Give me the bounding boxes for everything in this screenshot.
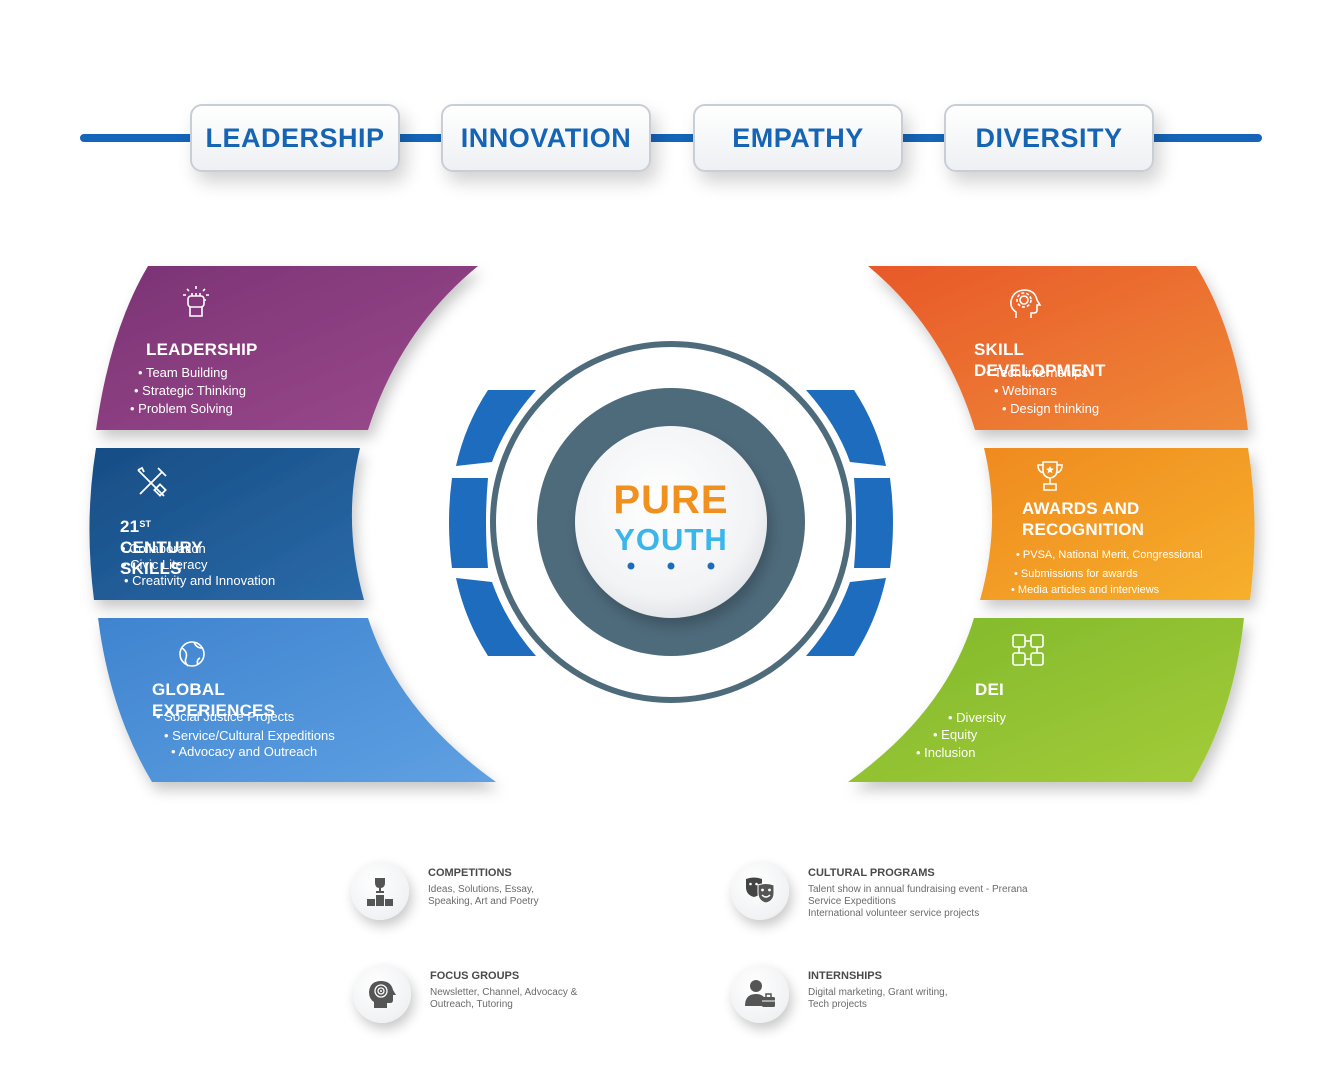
dei-item: • Inclusion xyxy=(916,745,976,760)
leadership-item: • Strategic Thinking xyxy=(134,383,246,398)
joined-hands-icon xyxy=(1012,634,1044,666)
activity-title: COMPETITIONS xyxy=(428,867,512,879)
tools-icon xyxy=(137,466,167,497)
century-skills-item: • Collaboration xyxy=(121,541,206,556)
globe-icon xyxy=(179,641,205,667)
value-pill-diversity: DIVERSITY xyxy=(944,104,1154,172)
global-experiences-item: • Service/Cultural Expeditions xyxy=(164,728,335,743)
activity-badge xyxy=(351,862,409,920)
awards-item: • PVSA, National Merit, Congressional xyxy=(1016,549,1203,561)
leadership-title: LEADERSHIP xyxy=(146,340,258,359)
dots-indicator xyxy=(627,562,715,570)
skill-panel-shape xyxy=(868,266,1248,430)
activity-competitions: COMPETITIONS Ideas, Solutions, Essay, Sp… xyxy=(351,862,691,942)
skill-development-item: • Design thinking xyxy=(1002,401,1100,416)
activity-focus-groups: FOCUS GROUPS Newsletter, Channel, Advoca… xyxy=(353,965,693,1045)
awards-item: • Media articles and interviews xyxy=(1011,584,1160,596)
activity-title: INTERNSHIPS xyxy=(808,970,882,982)
activity-cultural-programs: CULTURAL PROGRAMS Talent show in annual … xyxy=(731,862,1071,942)
global-experiences-item: • Advocacy and Outreach xyxy=(171,744,318,759)
activity-title: FOCUS GROUPS xyxy=(430,970,520,982)
dei-panel-shape xyxy=(848,618,1244,782)
global-experiences-title: GLOBAL EXPERIENCES xyxy=(152,680,276,720)
activity-description: Talent show in annual fundraising event … xyxy=(808,884,1028,919)
center-title-youth: YOUTH xyxy=(614,522,728,557)
activity-badge xyxy=(731,965,789,1023)
leadership-item: • Problem Solving xyxy=(130,401,233,416)
trophy-icon xyxy=(1037,461,1063,491)
dei-item: • Equity xyxy=(933,727,978,742)
skill-development-item: • Webinars xyxy=(994,383,1057,398)
inner-white-circle xyxy=(575,426,767,618)
values-connector-line xyxy=(80,134,1262,142)
activity-description: Ideas, Solutions, Essay, Speaking, Art a… xyxy=(428,884,539,907)
center-title-pure: PURE xyxy=(613,478,729,522)
raised-fist-icon xyxy=(183,286,209,317)
outer-arc-segments xyxy=(449,390,893,656)
global-experiences-item: • Social Justice Projects xyxy=(156,709,295,724)
person-briefcase-icon xyxy=(745,980,775,1007)
value-pill-leadership: LEADERSHIP xyxy=(190,104,400,172)
skill-development-title: SKILL DEVELOPMENT xyxy=(974,340,1106,380)
activity-internships: INTERNSHIPS Digital marketing, Grant wri… xyxy=(731,965,1071,1045)
value-pill-innovation: INNOVATION xyxy=(441,104,651,172)
activity-title: CULTURAL PROGRAMS xyxy=(808,867,935,879)
head-gear-icon xyxy=(1010,289,1042,318)
century-skills-title: 21ST CENTURY SKILLS xyxy=(120,517,203,578)
awards-panel-shape xyxy=(980,448,1255,600)
dei-title: DEI xyxy=(975,680,1004,699)
theater-masks-icon xyxy=(746,877,775,904)
activity-description: Digital marketing, Grant writing, Tech p… xyxy=(808,987,948,1010)
awards-item: • Submissions for awards xyxy=(1014,568,1138,580)
activity-description: Newsletter, Channel, Advocacy & Outreach… xyxy=(430,987,578,1010)
activity-badge xyxy=(353,965,411,1023)
head-target-icon xyxy=(369,981,396,1008)
skill-development-item: • Tech internships xyxy=(986,365,1088,380)
century-skills-item: • Creativity and Innovation xyxy=(124,573,276,588)
value-pill-empathy: EMPATHY xyxy=(693,104,903,172)
podium-trophy-icon xyxy=(367,878,393,906)
century-skills-item: • Civic Literacy xyxy=(122,557,208,572)
leadership-item: • Team Building xyxy=(138,365,228,380)
activity-badge xyxy=(731,862,789,920)
dei-item: • Diversity xyxy=(948,710,1007,725)
